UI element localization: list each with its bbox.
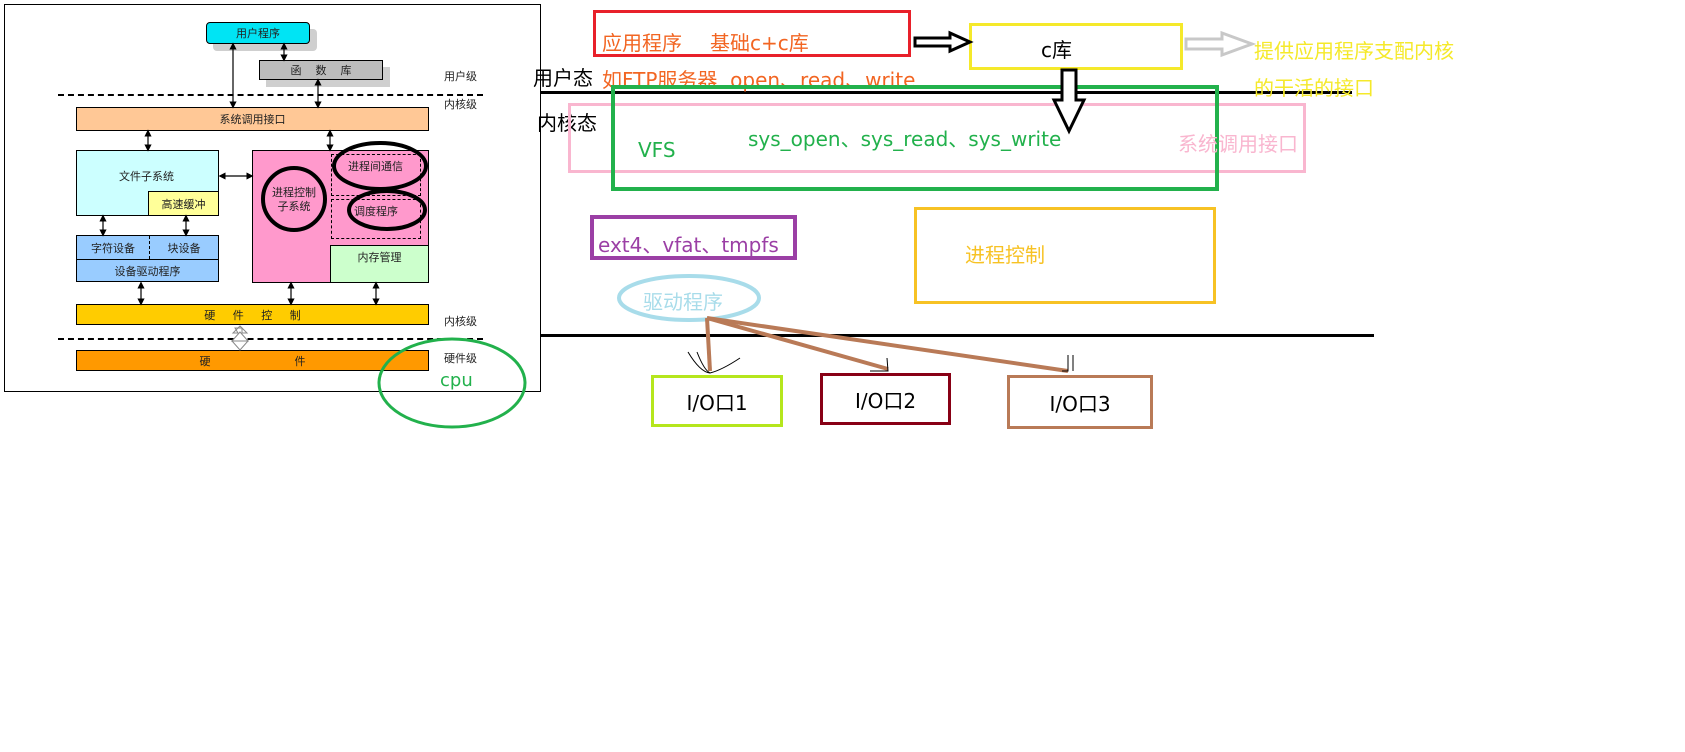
kernel-hardware-dashed-divider [58,338,483,340]
filesystem-types-box [590,215,797,260]
io-port-3-label: I/O口3 [1049,391,1111,416]
io-arrow-tips [687,351,1074,374]
c-lib-label: c库 [1041,38,1072,62]
user-kernel-divider-line [540,91,1352,94]
user-mode-label: 用户态 [533,66,593,90]
hw-double-arrow [231,325,249,334]
provide-interface-text-line1: 提供应用程序支配内核 [1254,39,1454,63]
process-control-right-box [914,207,1216,304]
scheduler-label: 调度程序 [354,205,398,218]
hardware-control-box: 硬 件 控 制 [76,304,429,325]
app-to-clib-arrow [913,30,974,54]
io-port-3-box: I/O口3 [1007,375,1153,429]
driver-to-io-lines [705,316,1069,373]
io-port-1-label: I/O口1 [686,390,748,415]
hardware-box: 硬 件 [76,350,429,371]
io-port-2-label: I/O口2 [854,388,917,413]
sys-calls-label: sys_open、sys_read、sys_write [748,127,1062,151]
app-program-box [593,10,911,57]
process-control-label: 进程控制 子系统 [272,186,316,213]
cpu-label: cpu [440,370,473,391]
char-device-label: 字符设备 [91,241,135,255]
syscall-interface-pink-box [568,103,1306,173]
syscall-interface-pink-label: 系统调用接口 [1178,132,1298,156]
device-row-box: 字符设备 块设备 [76,235,219,260]
device-split-line [149,236,150,259]
basic-c-lib-label: 基础c+c库 [710,31,809,55]
kernel-hardware-divider-line [540,334,1374,337]
kernel-mode-label: 内核态 [537,111,597,135]
block-device-label: 块设备 [167,241,201,255]
process-control-right-label: 进程控制 [965,243,1045,267]
user-program-box: 用户程序 [206,22,310,44]
user-level-label: 用户级 [444,70,477,83]
io-port-2-box: I/O口2 [820,373,951,425]
left-diagram-arrows [99,42,380,306]
hardware-level-label: 硬件级 [444,352,477,365]
vfs-label: VFS [638,138,676,162]
io-port-1-box: I/O口1 [651,375,783,427]
syscall-interface-box: 系统调用接口 [76,107,429,131]
clib-down-arrow [1051,68,1087,135]
kernel-level-label-top: 内核级 [444,98,477,111]
file-subsystem-label: 文件子系统 [119,170,174,183]
clib-to-interface-arrow [1184,30,1257,58]
ipc-label: 进程间通信 [348,160,403,173]
vfs-box [611,85,1219,191]
driver-ellipse [617,274,761,322]
provide-interface-text-line2: 的干活的接口 [1254,76,1374,100]
hw-double-arrow-2 [230,331,250,351]
user-kernel-dashed-divider [58,94,483,96]
highlight-ellipses [261,141,428,232]
filesystem-types-label: ext4、vfat、tmpfs [598,233,779,257]
app-program-label: 应用程序 [602,31,682,55]
high-speed-buffer-box: 高速缓冲 [148,191,219,216]
memory-management-box: 内存管理 [330,245,429,283]
cpu-ellipse [377,337,527,429]
device-driver-box: 设备驱动程序 [76,259,219,282]
kernel-architecture-figure [4,4,541,392]
driver-label: 驱动程序 [643,290,723,314]
kernel-level-label-bottom: 内核级 [444,315,477,328]
